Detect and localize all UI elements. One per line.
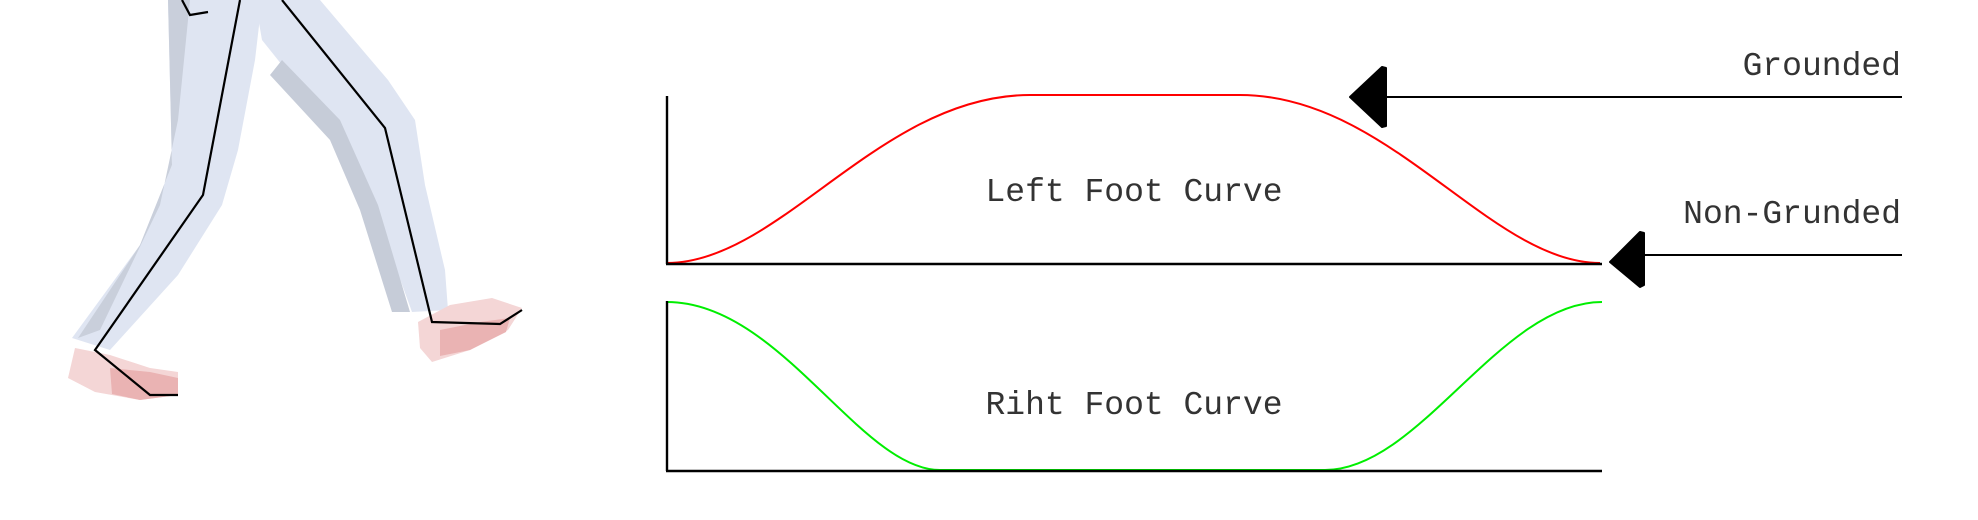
back-leg-bone-line xyxy=(93,0,242,397)
right-foot-curve xyxy=(666,301,1603,471)
non-grounded-arrowhead-icon xyxy=(1609,231,1645,288)
left-foot-chart: Left Foot Curve xyxy=(665,94,1602,266)
non-grounded-pointer: Non-Grunded xyxy=(1609,196,1902,288)
grounded-arrowhead-icon xyxy=(1349,66,1387,128)
back-leg-pants xyxy=(72,0,262,350)
front-leg-pants-shade xyxy=(270,60,410,312)
grounded-label: Grounded xyxy=(1743,48,1901,85)
right-foot-chart: Riht Foot Curve xyxy=(665,301,1603,473)
right-foot-curve-label: Riht Foot Curve xyxy=(985,387,1282,424)
front-leg-bone-line xyxy=(281,0,523,326)
back-leg-pants-shade xyxy=(78,0,190,338)
front-shoe-shade xyxy=(440,318,510,356)
left-foot-curve-label: Left Foot Curve xyxy=(985,174,1282,211)
left-foot-curve xyxy=(666,94,1601,264)
non-grounded-label: Non-Grunded xyxy=(1683,196,1901,233)
grounded-pointer: Grounded xyxy=(1349,48,1902,128)
walking-legs-illustration xyxy=(68,0,523,400)
hip-bone-line xyxy=(181,0,209,17)
